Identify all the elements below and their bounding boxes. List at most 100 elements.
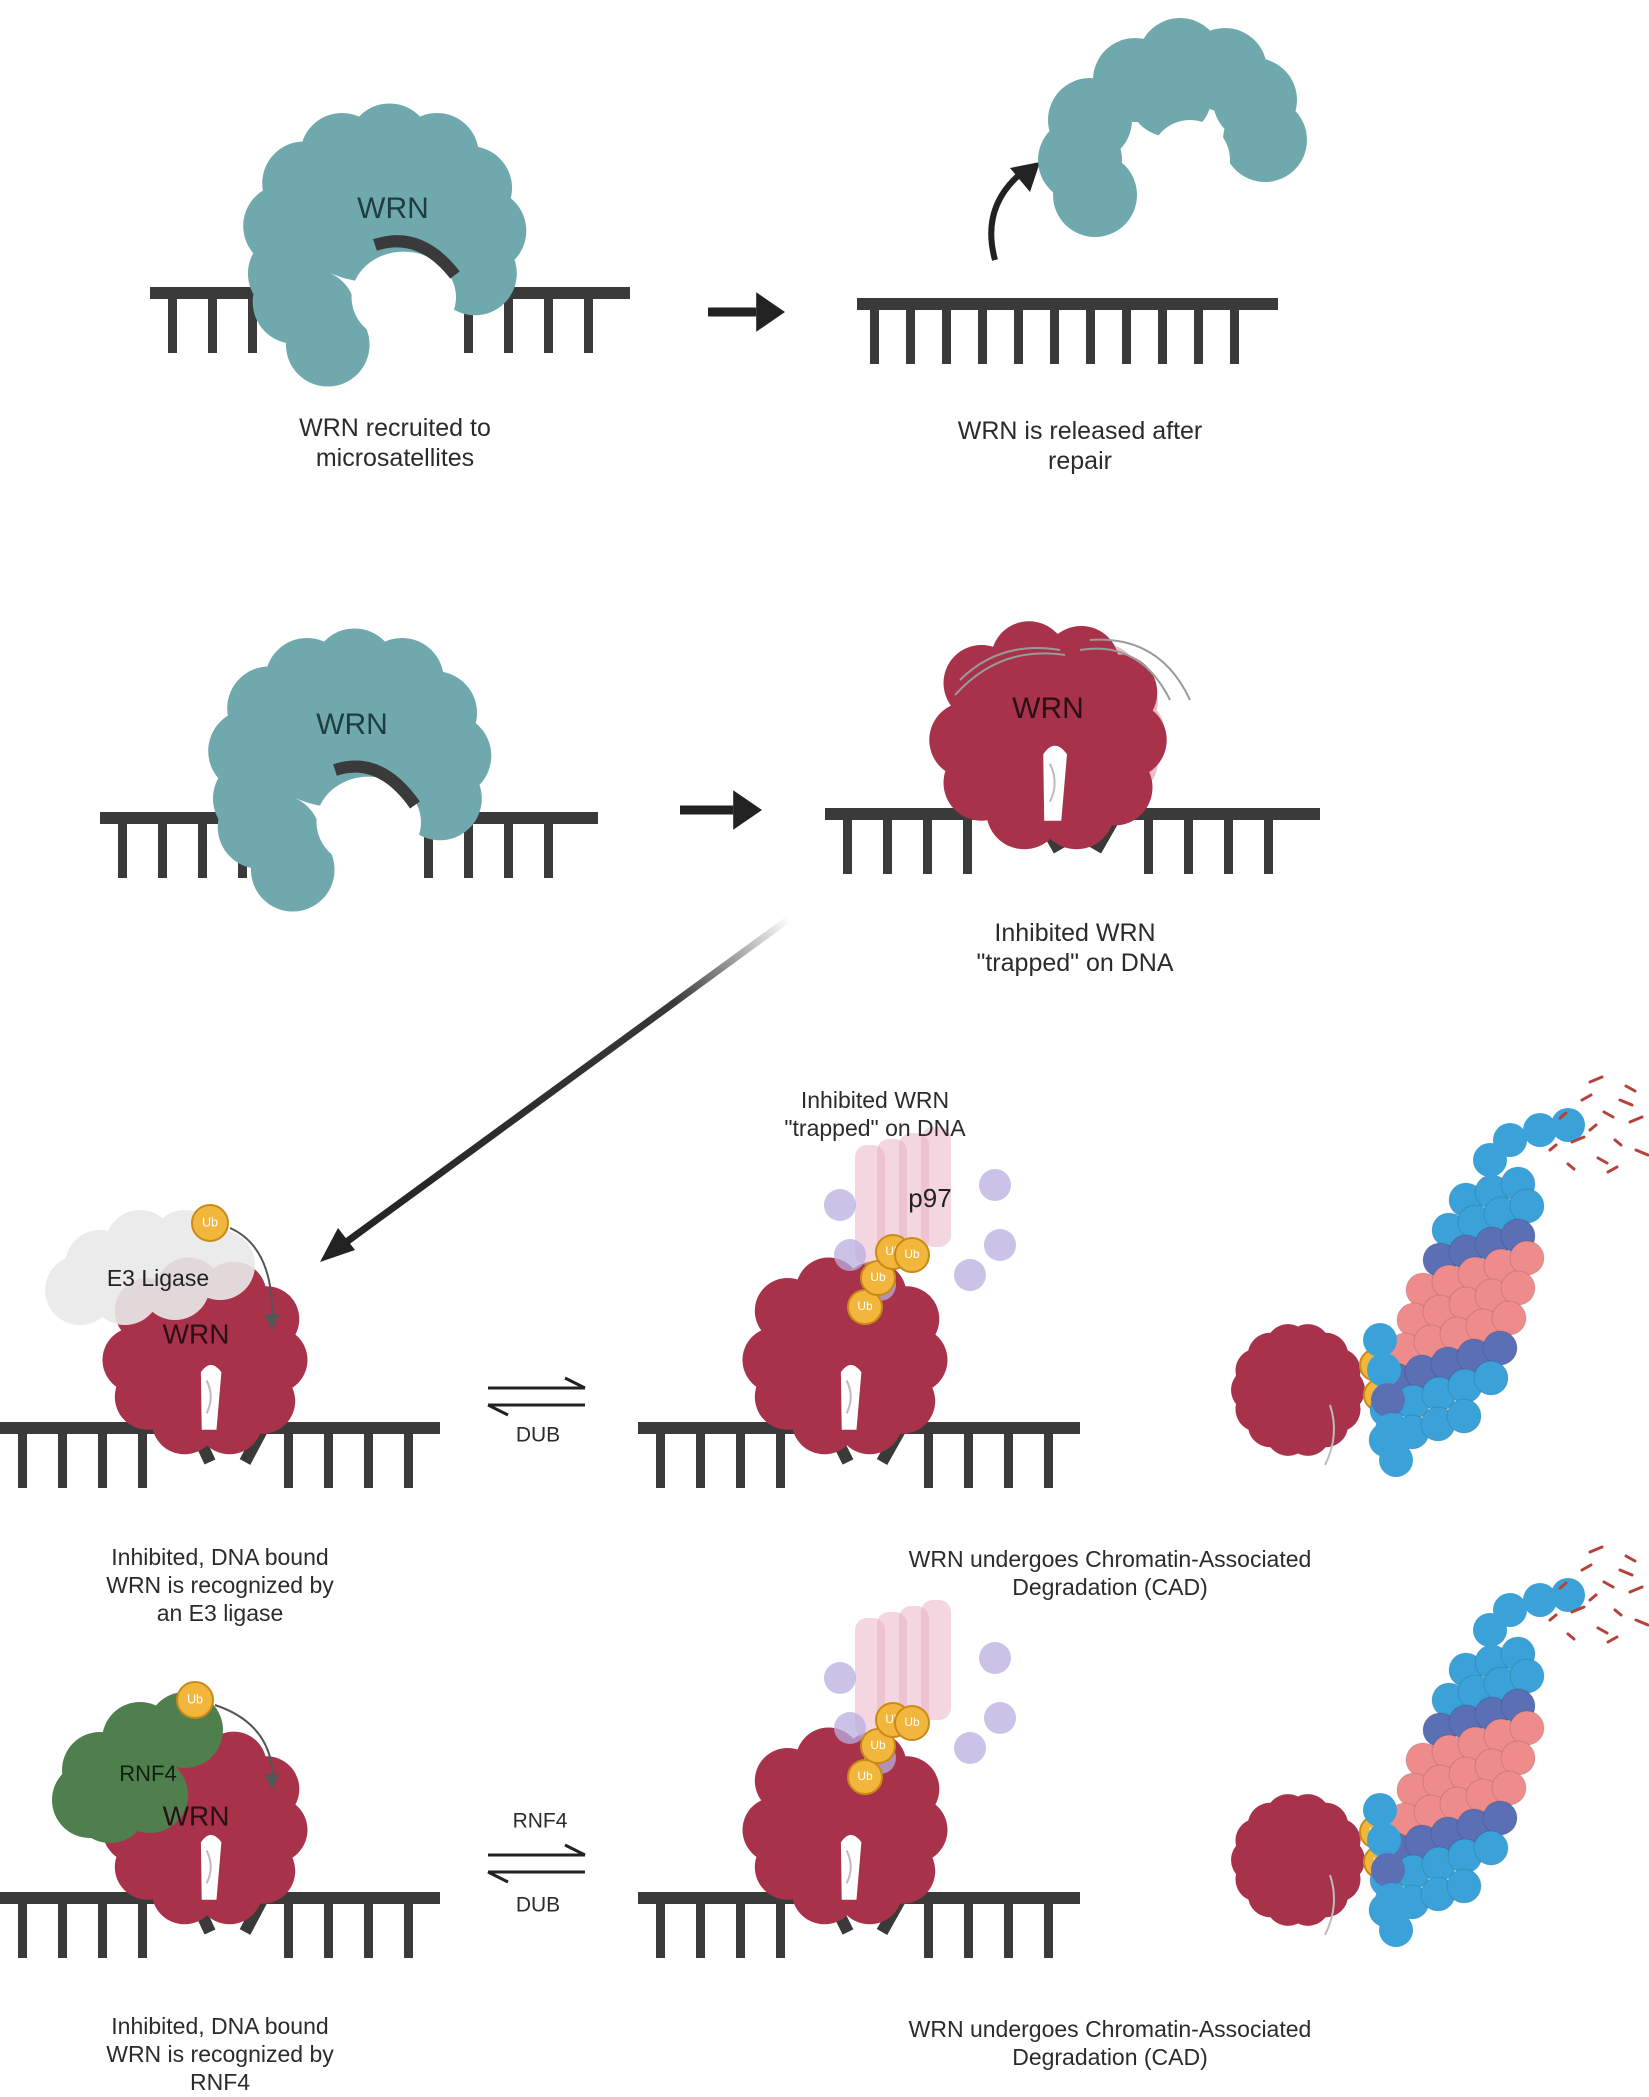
ubiquitin-label: Ub (870, 1270, 886, 1284)
proteasome-bead (1509, 1188, 1545, 1224)
dna-fork (0, 1422, 440, 1488)
proteasome-bead (1551, 1108, 1585, 1142)
proteasome-bead (1371, 1383, 1405, 1417)
protein-cleft (1150, 120, 1230, 200)
pathway-arrow (320, 915, 793, 1262)
dna-base (1014, 308, 1023, 364)
dna-base (1184, 818, 1193, 874)
e3-ligase-complex (45, 1210, 255, 1325)
peptide-fragments (1548, 1075, 1649, 1174)
dna-base (198, 822, 207, 878)
peptide-fragment (1570, 1135, 1586, 1144)
caption-line: WRN is recognized by (106, 1572, 334, 1598)
dna-base (284, 1432, 293, 1488)
caption-wrn-released: WRN is released after repair (900, 416, 1260, 476)
caption-line: Degradation (CAD) (1012, 2044, 1208, 2070)
caption-line: WRN undergoes Chromatin-Associated (908, 2016, 1312, 2042)
caption-line: Inhibited, DNA bound (111, 1544, 329, 1570)
dna-base (98, 1902, 107, 1958)
caption-inhibited-trapped-top: Inhibited WRN "trapped" on DNA (720, 1086, 1030, 1142)
ubiquitin-label: Ub (187, 1692, 203, 1706)
peptide-fragment (1618, 1568, 1634, 1577)
dna-base (118, 822, 127, 878)
dna-backbone-right (260, 1892, 440, 1904)
dna-fork (638, 1892, 1080, 1958)
peptide-fragment (1606, 1165, 1619, 1174)
dna-base (1086, 308, 1095, 364)
ubiquitin: Ub (894, 1237, 930, 1273)
dna-fork (825, 808, 1320, 874)
motion-line (1089, 638, 1191, 701)
protein-cleft (351, 251, 456, 343)
dna-base (1144, 818, 1153, 874)
proteasome-bead (1379, 1913, 1413, 1947)
dna-base (544, 297, 553, 353)
inhibitor-molecule (1049, 763, 1056, 803)
caption-line: microsatellites (315, 444, 475, 472)
wrn-degrading-protein (1231, 1794, 1365, 1926)
equilibrium-arrow (487, 1403, 585, 1417)
protein-lobe (1128, 53, 1212, 137)
arrow-barb (564, 1376, 586, 1390)
e3-ligase-lobe (140, 1250, 210, 1320)
p97-domain (984, 1702, 1016, 1734)
proteasome-bead (1363, 1793, 1397, 1827)
dna-base (464, 822, 473, 878)
protein-label-wrn: WRN (163, 1800, 230, 1831)
ubiquitin-label: Ub (870, 1738, 886, 1752)
dna-base (923, 818, 932, 874)
dna-backbone-right (900, 1892, 1080, 1904)
caption-line: "trapped" on DNA (976, 949, 1174, 977)
caption-cad-2: WRN undergoes Chromatin-Associated Degra… (850, 2015, 1370, 2071)
wrn-inhibited-protein (929, 621, 1167, 850)
peptide-fragment (1566, 1162, 1576, 1171)
dna-base (364, 1902, 373, 1958)
dna-base (964, 1432, 973, 1488)
proteasome-bead (1375, 1883, 1409, 1917)
p97-domain (954, 1732, 986, 1764)
peptide-fragment (1628, 1585, 1644, 1594)
ubiquitin-ball (847, 1759, 883, 1795)
p97-subunit (921, 1127, 951, 1247)
proteasome-bead (1367, 1353, 1401, 1387)
wrn-released-protein (1038, 18, 1307, 237)
dna-base (98, 1432, 107, 1488)
motion-line (1079, 647, 1171, 701)
dna-base (883, 818, 892, 874)
e3-ligase-label: E3 Ligase (107, 1265, 209, 1291)
inhibitor-molecule (845, 1850, 852, 1884)
dna-base (776, 1902, 785, 1958)
dna-backbone-left (638, 1422, 800, 1434)
arrow-barb (487, 1403, 509, 1417)
protein-core (775, 1290, 915, 1430)
peptide-fragment (1596, 1156, 1609, 1165)
proteasome-bead (1473, 1360, 1509, 1396)
dna-backbone-right (1120, 808, 1320, 820)
panel-rnf4: RNF4WRNUbRNF4DUBUbUbUbUbUbUb (0, 1545, 1649, 1958)
dna-base (504, 297, 513, 353)
ubiquitin-label: Ub (202, 1215, 218, 1229)
arrow-head (756, 292, 785, 332)
caption-line: "trapped" on DNA (784, 1115, 966, 1141)
dna-base (1264, 818, 1273, 874)
dna-base (924, 1432, 933, 1488)
protein-core (1248, 1340, 1348, 1440)
transfer-arrow (229, 1227, 274, 1324)
proteasome (1363, 1108, 1585, 1477)
inhibitor-molecule (205, 1380, 212, 1414)
proteasome-bead (1446, 1868, 1482, 1904)
dna-base (168, 297, 177, 353)
wrn-inhibited-protein (742, 1257, 948, 1455)
ubiquitin-ball (191, 1204, 229, 1242)
proteasome-bead (1482, 1800, 1518, 1836)
p97-domain (834, 1239, 866, 1271)
caption-line: Inhibited WRN (800, 1087, 950, 1113)
proteasome-bead (1482, 1330, 1518, 1366)
dna-base (1122, 308, 1131, 364)
caption-rnf4-recognition: Inhibited, DNA bound WRN is recognized b… (70, 2012, 370, 2096)
protein-core (967, 659, 1129, 821)
dna-backbone-left (638, 1892, 800, 1904)
process-arrow (680, 790, 762, 830)
